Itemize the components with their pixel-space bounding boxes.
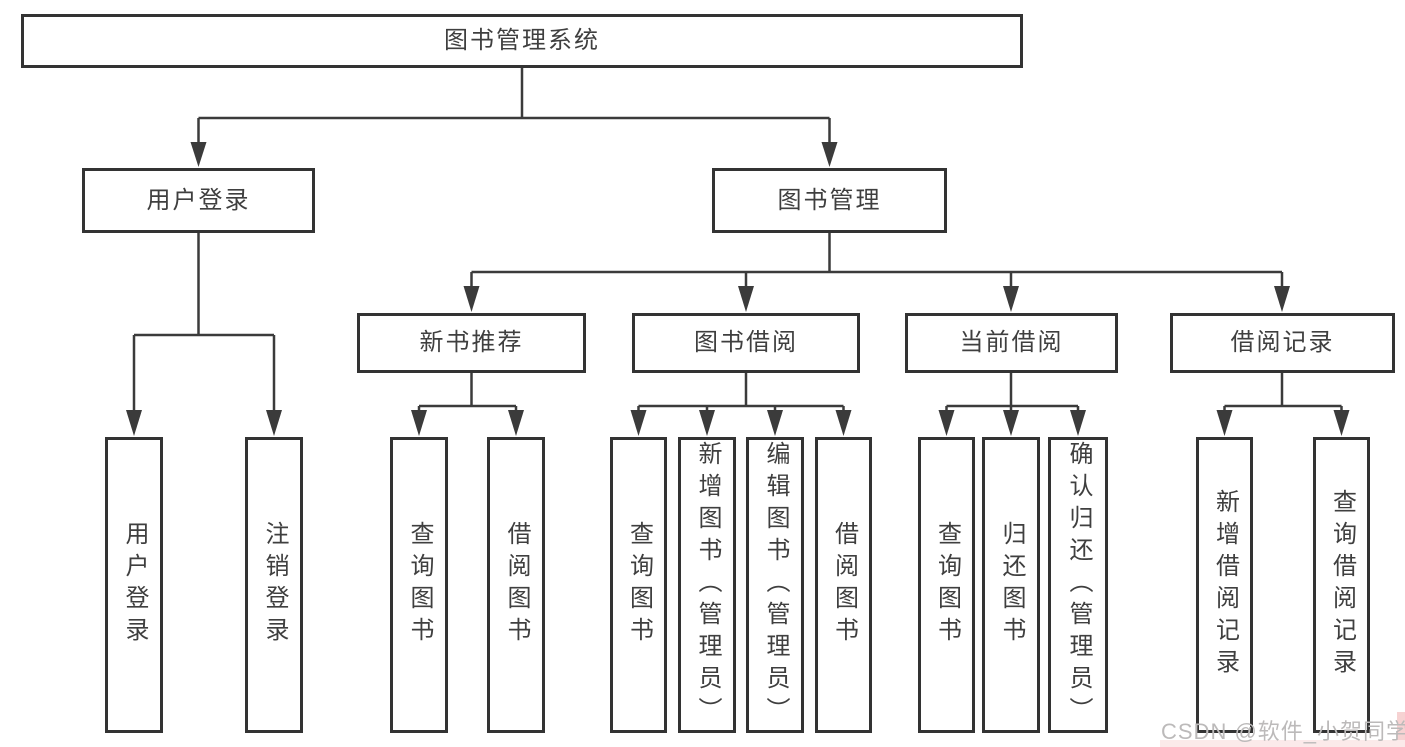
node-label: 查询图书 [406, 521, 433, 649]
leaf-return-books: 归还图书 [982, 437, 1040, 733]
watermark-accent-strip-bottom [1160, 740, 1405, 747]
node-user-login: 用户登录 [82, 168, 315, 233]
leaf-confirm-return-admin: 确认归还（管理员） [1048, 437, 1108, 733]
node-label: 图书管理系统 [444, 27, 600, 54]
node-borrowing-records: 借阅记录 [1170, 313, 1395, 373]
leaf-query-books-recommend: 查询图书 [390, 437, 448, 733]
node-label: 查询借阅记录 [1328, 489, 1356, 681]
node-label: 查询图书 [625, 521, 653, 649]
node-label: 当前借阅 [959, 329, 1064, 356]
watermark-accent-strip [1397, 712, 1405, 747]
leaf-borrow-books-recommend: 借阅图书 [487, 437, 545, 733]
node-label: 用户登录 [121, 521, 148, 649]
node-label: 确认归还（管理员） [1065, 441, 1092, 729]
leaf-add-borrow-record: 新增借阅记录 [1196, 437, 1253, 733]
node-book-management: 图书管理 [712, 168, 947, 233]
node-label: 借阅记录 [1230, 329, 1335, 356]
leaf-borrow-books: 借阅图书 [815, 437, 872, 733]
leaf-query-books-current: 查询图书 [918, 437, 975, 733]
node-new-book-recommendation: 新书推荐 [357, 313, 586, 373]
node-label: 图书管理 [777, 186, 882, 214]
node-label: 新书推荐 [419, 329, 524, 356]
node-library-management-system: 图书管理系统 [21, 14, 1023, 68]
node-label: 编辑图书（管理员） [762, 441, 789, 729]
node-label: 借阅图书 [830, 521, 858, 649]
node-label: 新增借阅记录 [1211, 489, 1239, 681]
leaf-logout: 注销登录 [245, 437, 303, 733]
leaf-query-borrow-record: 查询借阅记录 [1313, 437, 1370, 733]
node-label: 借阅图书 [503, 521, 530, 649]
node-current-borrowing: 当前借阅 [905, 313, 1118, 373]
node-label: 图书借阅 [694, 329, 798, 356]
leaf-query-books-borrow: 查询图书 [610, 437, 667, 733]
node-label: 用户登录 [146, 186, 251, 214]
leaf-edit-books-admin: 编辑图书（管理员） [746, 437, 804, 733]
node-label: 新增图书（管理员） [694, 441, 721, 729]
node-label: 查询图书 [933, 521, 961, 649]
node-label: 注销登录 [261, 521, 288, 649]
leaf-add-books-admin: 新增图书（管理员） [678, 437, 736, 733]
node-label: 归还图书 [998, 521, 1025, 649]
leaf-user-login: 用户登录 [105, 437, 163, 733]
csdn-watermark: CSDN @软件_小贺同学 [1161, 719, 1405, 744]
node-book-borrowing: 图书借阅 [632, 313, 860, 373]
